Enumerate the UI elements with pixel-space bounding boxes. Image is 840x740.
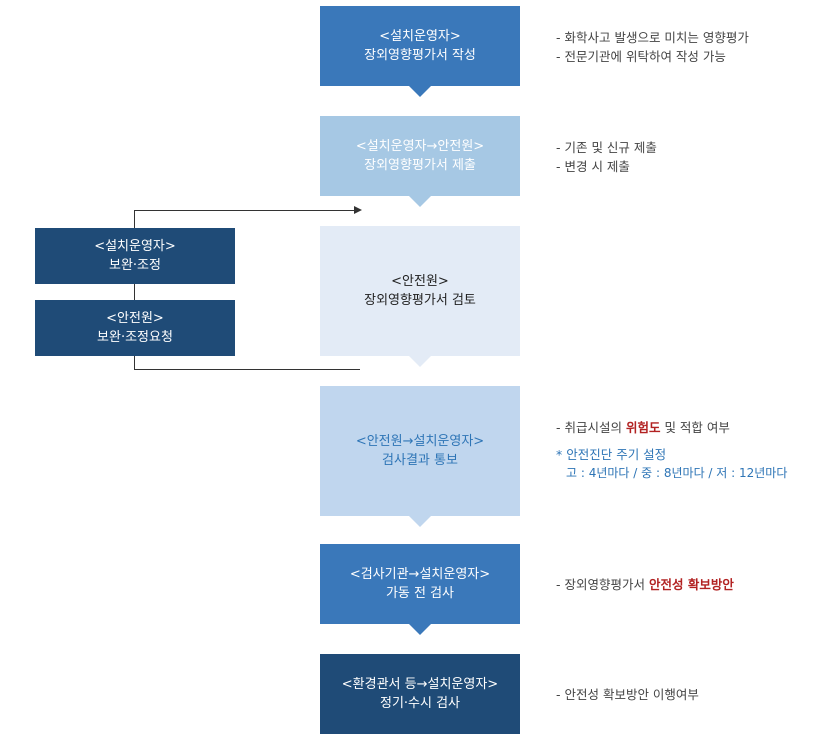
flow-arrow-2: [409, 196, 431, 207]
note-step-5-emphasis: 안전성 확보방안: [648, 577, 734, 592]
loop-line-top-horizontal: [134, 210, 354, 211]
flow-arrow-5: [409, 624, 431, 635]
note-step-4-suffix: 및 적합 여부: [660, 420, 730, 435]
note-step-4-star-title: * 안전진단 주기 설정: [556, 447, 667, 462]
note-step-6: - 안전성 확보방안 이행여부: [556, 685, 699, 704]
note-step-1-line-2: - 전문기관에 위탁하여 작성 가능: [556, 49, 726, 64]
note-step-1-line-1: - 화학사고 발생으로 미치는 영향평가: [556, 30, 749, 45]
note-step-2-line-2: - 변경 시 제출: [556, 159, 630, 174]
flow-step-6-title: <환경관서 등→설치운영자>: [341, 677, 499, 692]
note-step-4-prefix: - 취급시설의: [556, 420, 626, 435]
flow-step-4: <안전원→설치운영자> 검사결과 통보: [320, 386, 520, 516]
flow-step-2: <설치운영자→안전원> 장외영향평가서 제출: [320, 116, 520, 196]
flow-step-3: <안전원> 장외영향평가서 검토: [320, 226, 520, 356]
flow-arrow-3: [409, 356, 431, 367]
flow-step-6: <환경관서 등→설치운영자> 정기·수시 검사: [320, 654, 520, 734]
flow-arrow-1: [409, 86, 431, 97]
flow-step-5: <검사기관→설치운영자> 가동 전 검사: [320, 544, 520, 624]
flow-step-3-title: <안전원>: [391, 274, 449, 289]
side-box-2-subtitle: 보완·조정요청: [97, 330, 173, 345]
side-box-1-subtitle: 보완·조정: [109, 258, 161, 273]
flow-step-4-subtitle: 검사결과 통보: [382, 453, 458, 468]
loop-line-bottom-vertical: [134, 356, 135, 370]
loop-line-top-vertical: [134, 210, 135, 228]
flow-step-2-subtitle: 장외영향평가서 제출: [364, 158, 476, 173]
flow-step-2-title: <설치운영자→안전원>: [355, 139, 485, 154]
note-step-1: - 화학사고 발생으로 미치는 영향평가 - 전문기관에 위탁하여 작성 가능: [556, 28, 749, 66]
note-step-6-text: - 안전성 확보방안 이행여부: [556, 687, 699, 702]
flow-step-3-subtitle: 장외영향평가서 검토: [364, 293, 476, 308]
loop-line-mid-vertical: [134, 284, 135, 300]
flow-step-1-title: <설치운영자>: [379, 29, 461, 44]
loop-arrowhead-icon: [354, 206, 362, 214]
flow-step-5-subtitle: 가동 전 검사: [385, 586, 455, 601]
flow-step-4-title: <안전원→설치운영자>: [355, 434, 485, 449]
flow-step-5-title: <검사기관→설치운영자>: [349, 567, 491, 582]
side-box-operator-revise: <설치운영자> 보완·조정: [35, 228, 235, 284]
note-step-4-star-detail: 고 : 4년마다 / 중 : 8년마다 / 저 : 12년마다: [566, 466, 788, 480]
note-step-4-line-1: - 취급시설의 위험도 및 적합 여부: [556, 418, 787, 437]
note-step-5-prefix: - 장외영향평가서: [556, 577, 649, 592]
note-step-4: - 취급시설의 위험도 및 적합 여부 * 안전진단 주기 설정 고 : 4년마…: [556, 418, 787, 483]
flow-step-1-subtitle: 장외영향평가서 작성: [364, 48, 476, 63]
flow-step-1: <설치운영자> 장외영향평가서 작성: [320, 6, 520, 86]
note-step-2: - 기존 및 신규 제출 - 변경 시 제출: [556, 138, 657, 176]
flow-arrow-4: [409, 516, 431, 527]
side-box-2-title: <안전원>: [106, 311, 164, 326]
side-box-agency-request: <안전원> 보완·조정요청: [35, 300, 235, 356]
note-step-2-line-1: - 기존 및 신규 제출: [556, 140, 657, 155]
loop-line-bottom-horizontal: [134, 369, 360, 370]
flow-step-6-subtitle: 정기·수시 검사: [379, 696, 461, 711]
side-box-1-title: <설치운영자>: [94, 239, 176, 254]
note-step-5: - 장외영향평가서 안전성 확보방안: [556, 575, 734, 594]
note-step-4-emphasis: 위험도: [625, 420, 661, 435]
